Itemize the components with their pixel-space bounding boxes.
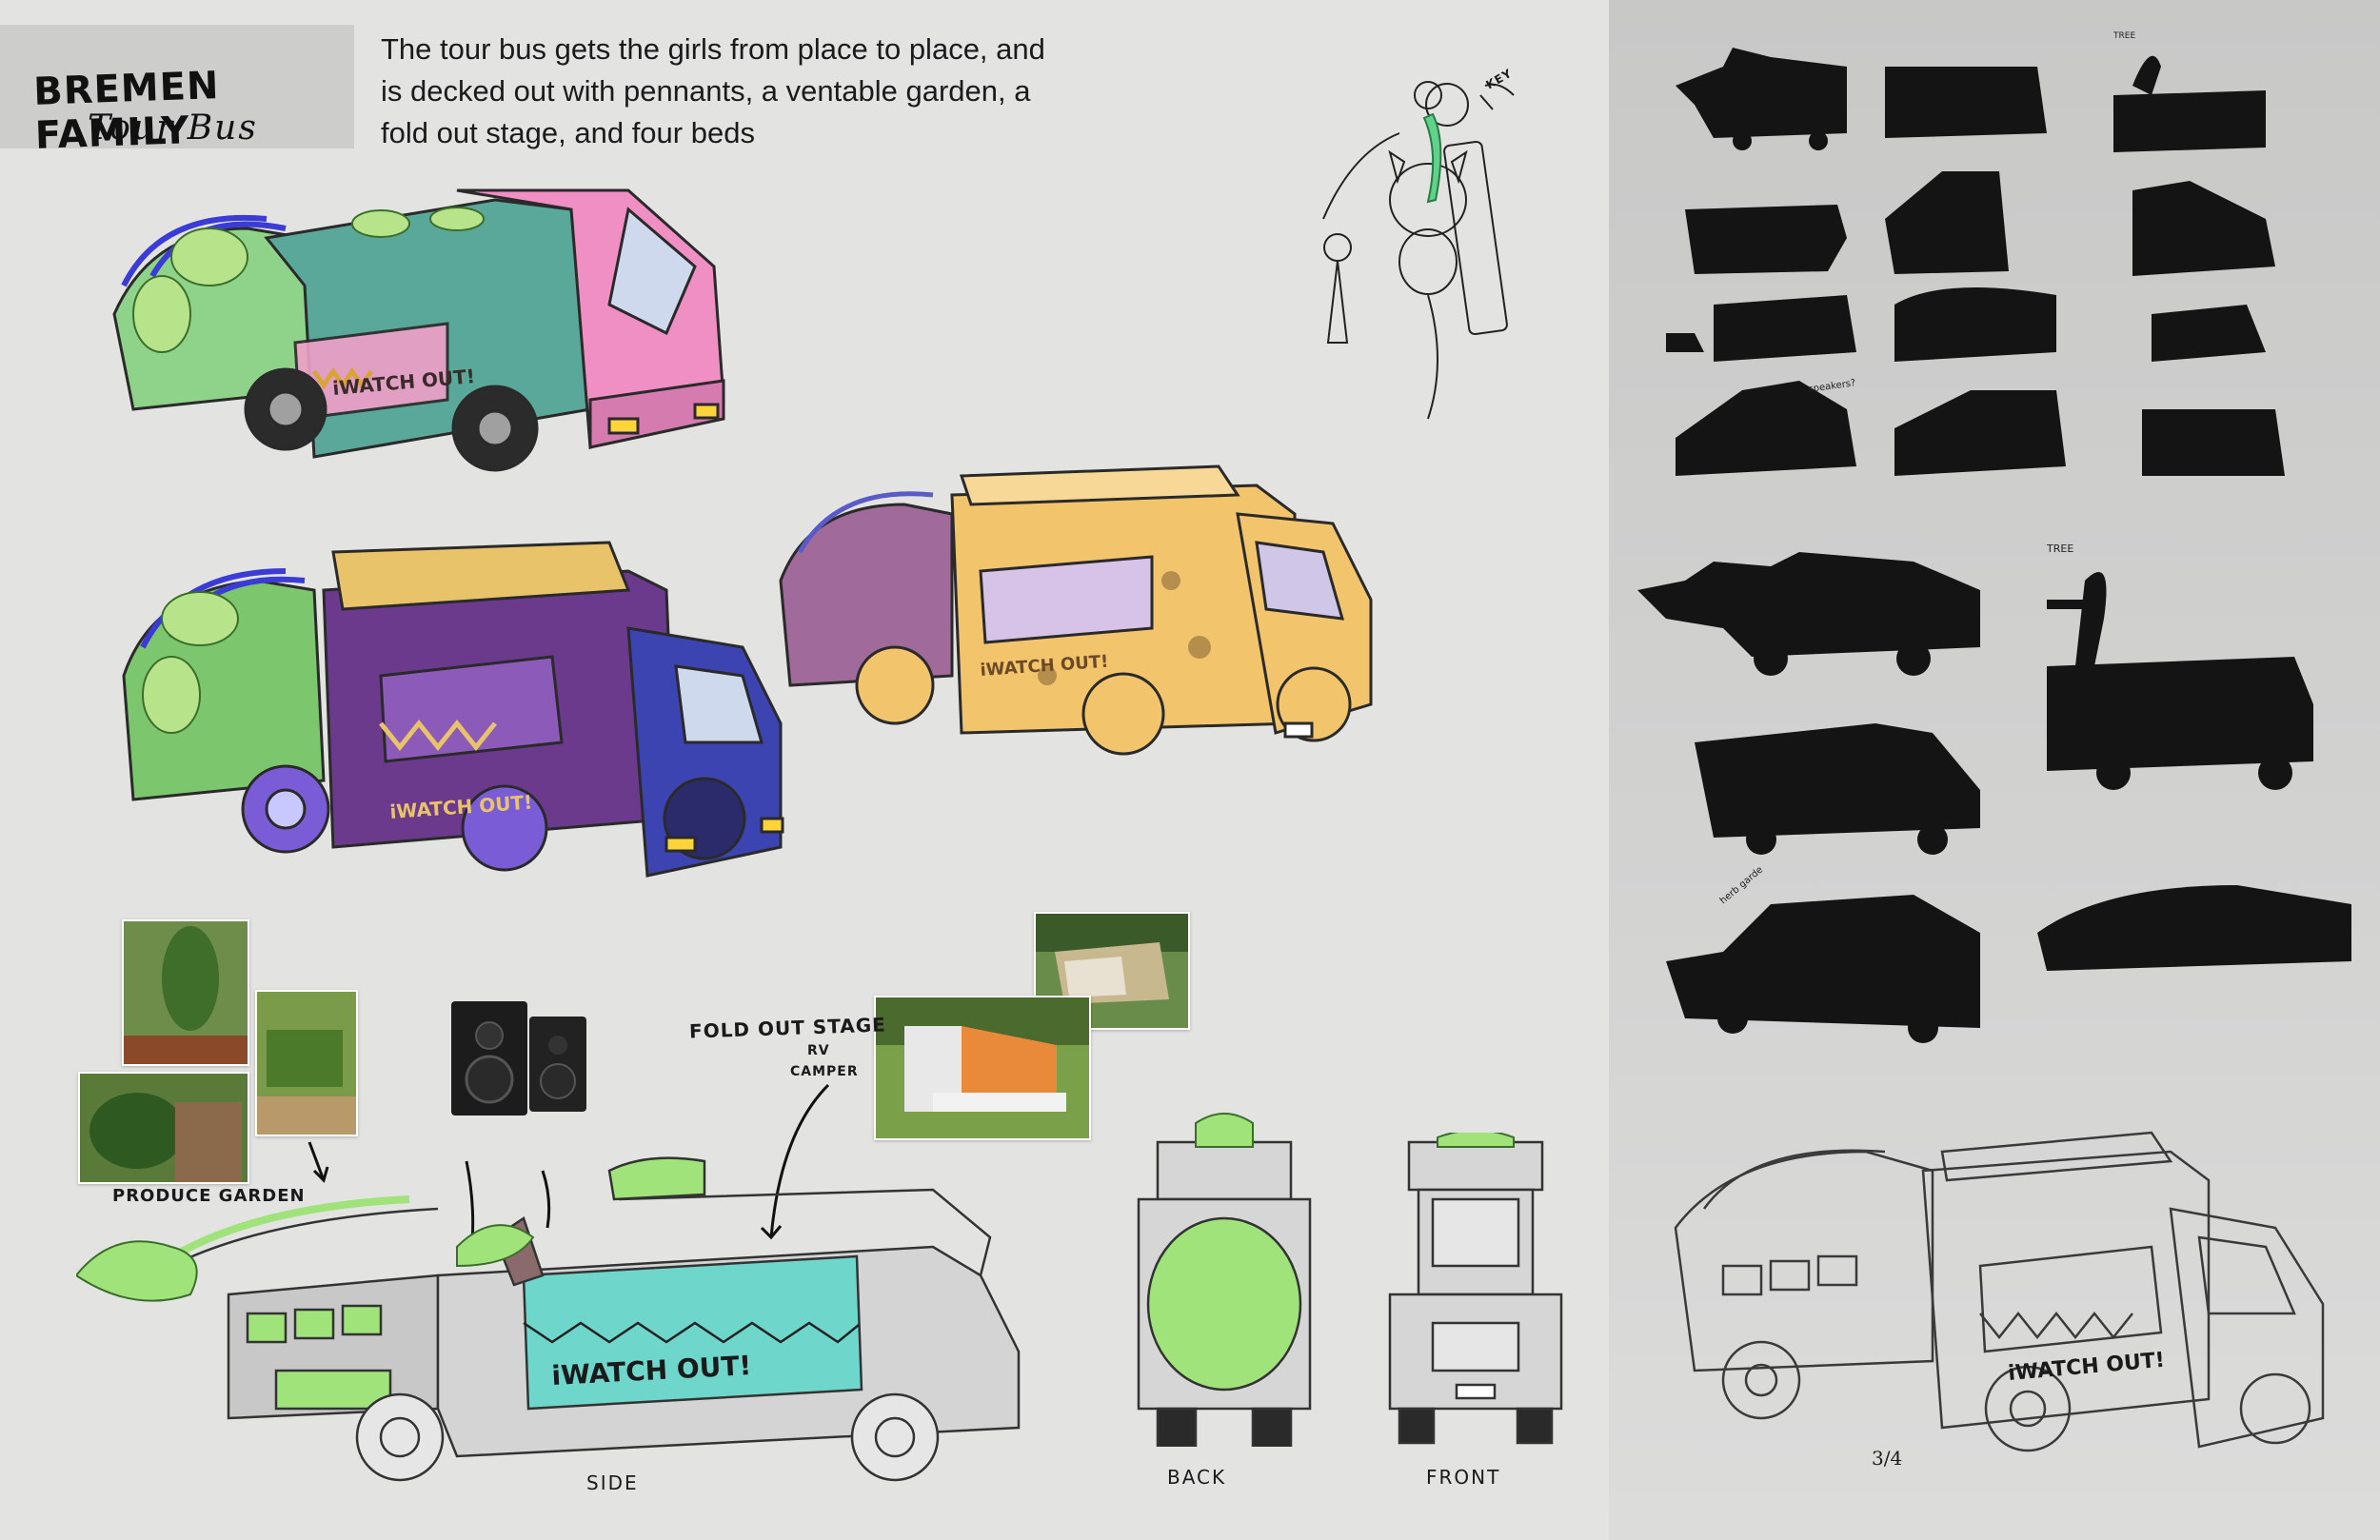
label-back: BACK — [1167, 1466, 1227, 1489]
keychain-sketch — [1322, 81, 1515, 420]
silhouette-note-herb-garden: herb garde — [1718, 864, 1765, 906]
side-view-sketch: iWATCH OUT! — [76, 1156, 1021, 1482]
label-front: FRONT — [1426, 1466, 1501, 1489]
silhouette-note-tree-large: TREE — [2046, 543, 2073, 555]
bus-pink-teal: iWATCH OUT! — [112, 188, 725, 472]
three-quarter-bus-sign: iWATCH OUT! — [2007, 1349, 2166, 1386]
bus-yellow: iWATCH OUT! — [779, 464, 1373, 756]
three-quarter-sketch: iWATCH OUT! — [1674, 1131, 2325, 1452]
silhouette-large-set: TREE herb garde — [1637, 543, 2351, 1043]
silhouette-note-speakers: speakers? — [1808, 378, 1856, 395]
label-three-quarter: 3/4 — [1872, 1447, 1903, 1470]
title-box: BREMEN FAMILY Tour Bus — [0, 25, 354, 158]
front-view-sketch — [1388, 1133, 1563, 1445]
garden-photo-2 — [255, 990, 358, 1136]
description-text: The tour bus gets the girls from place t… — [381, 32, 1045, 149]
rv-camper-photo-2 — [874, 996, 1091, 1140]
bus-blue-purple: iWATCH OUT! — [122, 541, 784, 878]
label-produce-garden: PRODUCE GARDEN — [112, 1186, 306, 1206]
garden-photo-3 — [78, 1072, 249, 1184]
speakers-photo — [451, 1001, 586, 1116]
garden-photo-1 — [122, 919, 249, 1066]
label-camper: CAMPER — [790, 1064, 859, 1079]
label-side: SIDE — [586, 1471, 639, 1494]
label-rv: RV — [807, 1043, 830, 1058]
title-line-2: Tour Bus — [88, 109, 258, 148]
rv-camper-photo-1 — [1034, 912, 1190, 1030]
back-view-sketch — [1137, 1113, 1312, 1447]
silhouette-note-tree-small: TREE — [2112, 31, 2135, 41]
silhouette-grid: TREE speakers? — [1666, 31, 2285, 476]
